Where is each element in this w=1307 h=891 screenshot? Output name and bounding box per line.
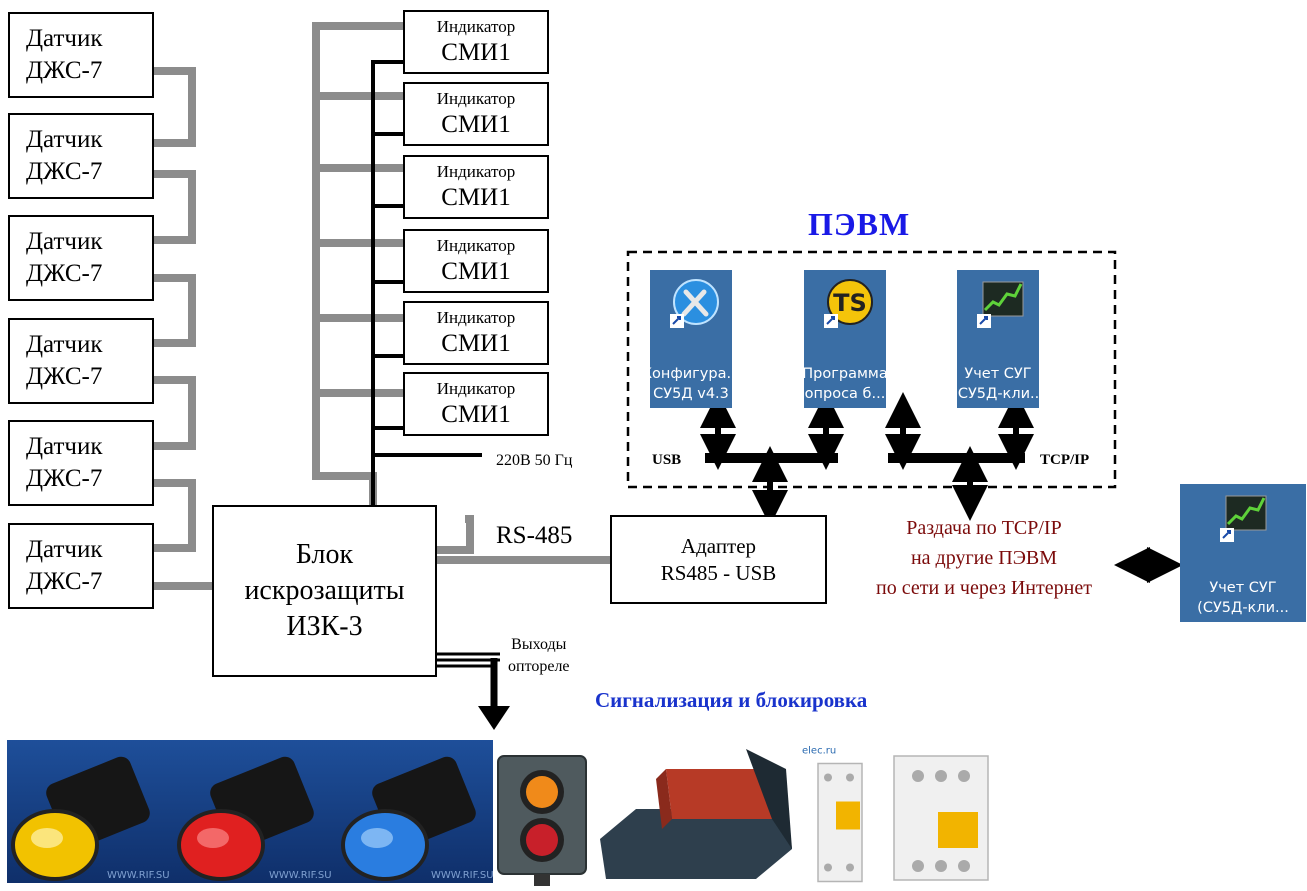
barrier-box: Блок искрозащиты ИЗК-3 [212, 505, 437, 677]
barrier-line1: Блок [295, 539, 354, 570]
svg-text:TS: TS [833, 289, 867, 317]
signal-title: Сигнализация и блокировка [595, 688, 868, 712]
indicator-model: СМИ1 [441, 401, 511, 428]
chart-icon [1220, 495, 1267, 542]
icon-label: опроса б... [804, 386, 886, 402]
indicator-model: СМИ1 [441, 330, 511, 357]
sensor-name: Датчик [26, 25, 103, 52]
svg-text:WWW.RIF.SU: WWW.RIF.SU [107, 870, 170, 881]
optorelay-arrow-head [478, 706, 510, 730]
modular-contactor-small-photo: elec.ru [802, 746, 863, 883]
icon-label: (СУ5Д-кли... [1197, 600, 1289, 616]
rs485-label: RS-485 [496, 522, 573, 549]
optorelay-wire [437, 652, 500, 668]
relay-socket-photo [600, 749, 792, 879]
yellow-indicator-lamp [11, 756, 150, 881]
desktop-icon-gas-accounting[interactable]: Учет СУГ (СУ5Д-кли... [952, 270, 1044, 408]
relay-label-line: Выходы [511, 636, 567, 653]
modular-contactor-large-photo [893, 755, 989, 881]
blue-indicator-lamp [341, 756, 476, 881]
share-line: на другие ПЭВМ [910, 547, 1058, 569]
sensor-model: ДЖС-7 [26, 158, 103, 185]
svg-text:WWW.RIF.SU: WWW.RIF.SU [269, 870, 332, 881]
share-text: Раздача по TCP/IP на другие ПЭВМ по сети… [848, 513, 1120, 603]
svg-text:WWW.RIF.SU: WWW.RIF.SU [431, 870, 493, 881]
red-indicator-lamp [177, 756, 314, 881]
usb-label: USB [652, 452, 682, 468]
svg-text:elec.ru: elec.ru [802, 746, 836, 757]
sensor-model: ДЖС-7 [26, 57, 103, 84]
barrier-line3: ИЗК-3 [286, 611, 363, 642]
icon-label: Конфигура... [641, 366, 741, 382]
sensor-name: Датчик [26, 536, 103, 563]
chart-icon [977, 281, 1024, 328]
desktop-icon-configurator[interactable]: Конфигура... СУ5Д v4.3 [642, 270, 740, 408]
icon-label: Программа [802, 366, 888, 382]
relay-label-line: опторелe [508, 658, 570, 675]
tcpip-label: TCP/IP [1040, 452, 1090, 468]
pc-title: ПЭВМ [808, 206, 911, 242]
sensor-name: Датчик [26, 126, 103, 153]
desktop-icon-remote-gas-accounting[interactable]: Учет СУГ (СУ5Д-кли... [1180, 484, 1306, 622]
button-station-photo [497, 755, 587, 886]
indicator-name: Индикатор [436, 379, 516, 398]
indicator-model: СМИ1 [441, 258, 511, 285]
share-line: по сети и через Интернет [876, 577, 1092, 599]
indicator-name: Индикатор [436, 89, 516, 108]
adapter-box: Адаптер RS485 - USB [610, 515, 827, 604]
sensor-model: ДЖС-7 [26, 465, 103, 492]
indicator-lamps-photo: WWW.RIF.SU WWW.RIF.SU WWW.RIF.SU [7, 740, 493, 883]
relay-label: Выходы опторелe [508, 634, 570, 678]
desktop-icon-polling-program[interactable]: TS Программа опроса б... [802, 270, 888, 408]
sensor-model: ДЖС-7 [26, 363, 103, 390]
sensor-name: Датчик [26, 433, 103, 460]
indicator-name: Индикатор [436, 162, 516, 181]
indicator-name: Индикатор [436, 17, 516, 36]
rs485-wire [437, 515, 610, 564]
ts-icon: TS [824, 279, 873, 328]
power-bus-wire [371, 60, 482, 506]
indicator-model: СМИ1 [441, 184, 511, 211]
power-label: 220В 50 Гц [496, 452, 573, 469]
adapter-name: Адаптер [680, 533, 757, 558]
adapter-model: RS485 - USB [660, 560, 777, 585]
sensor-model: ДЖС-7 [26, 260, 103, 287]
sensor-chain-wire [154, 67, 212, 590]
icon-label: Учет СУГ [964, 366, 1032, 382]
tcpip-bus [885, 392, 1034, 521]
icon-label: Учет СУГ [1209, 580, 1277, 596]
pc-frame [626, 250, 1117, 489]
wrench-screwdriver-icon [670, 279, 719, 328]
indicator-name: Индикатор [436, 236, 516, 255]
barrier-line2: искрозащиты [244, 575, 405, 606]
share-line: Раздача по TCP/IP [906, 517, 1062, 539]
indicator-bus-wire [312, 22, 403, 506]
usb-bus [700, 392, 844, 526]
indicator-model: СМИ1 [441, 111, 511, 138]
indicator-name: Индикатор [436, 308, 516, 327]
sensor-name: Датчик [26, 331, 103, 358]
icon-label: СУ5Д v4.3 [653, 386, 729, 402]
indicator-model: СМИ1 [441, 39, 511, 66]
icon-label: (СУ5Д-кли... [952, 386, 1044, 402]
sensor-name: Датчик [26, 228, 103, 255]
sensor-model: ДЖС-7 [26, 568, 103, 595]
